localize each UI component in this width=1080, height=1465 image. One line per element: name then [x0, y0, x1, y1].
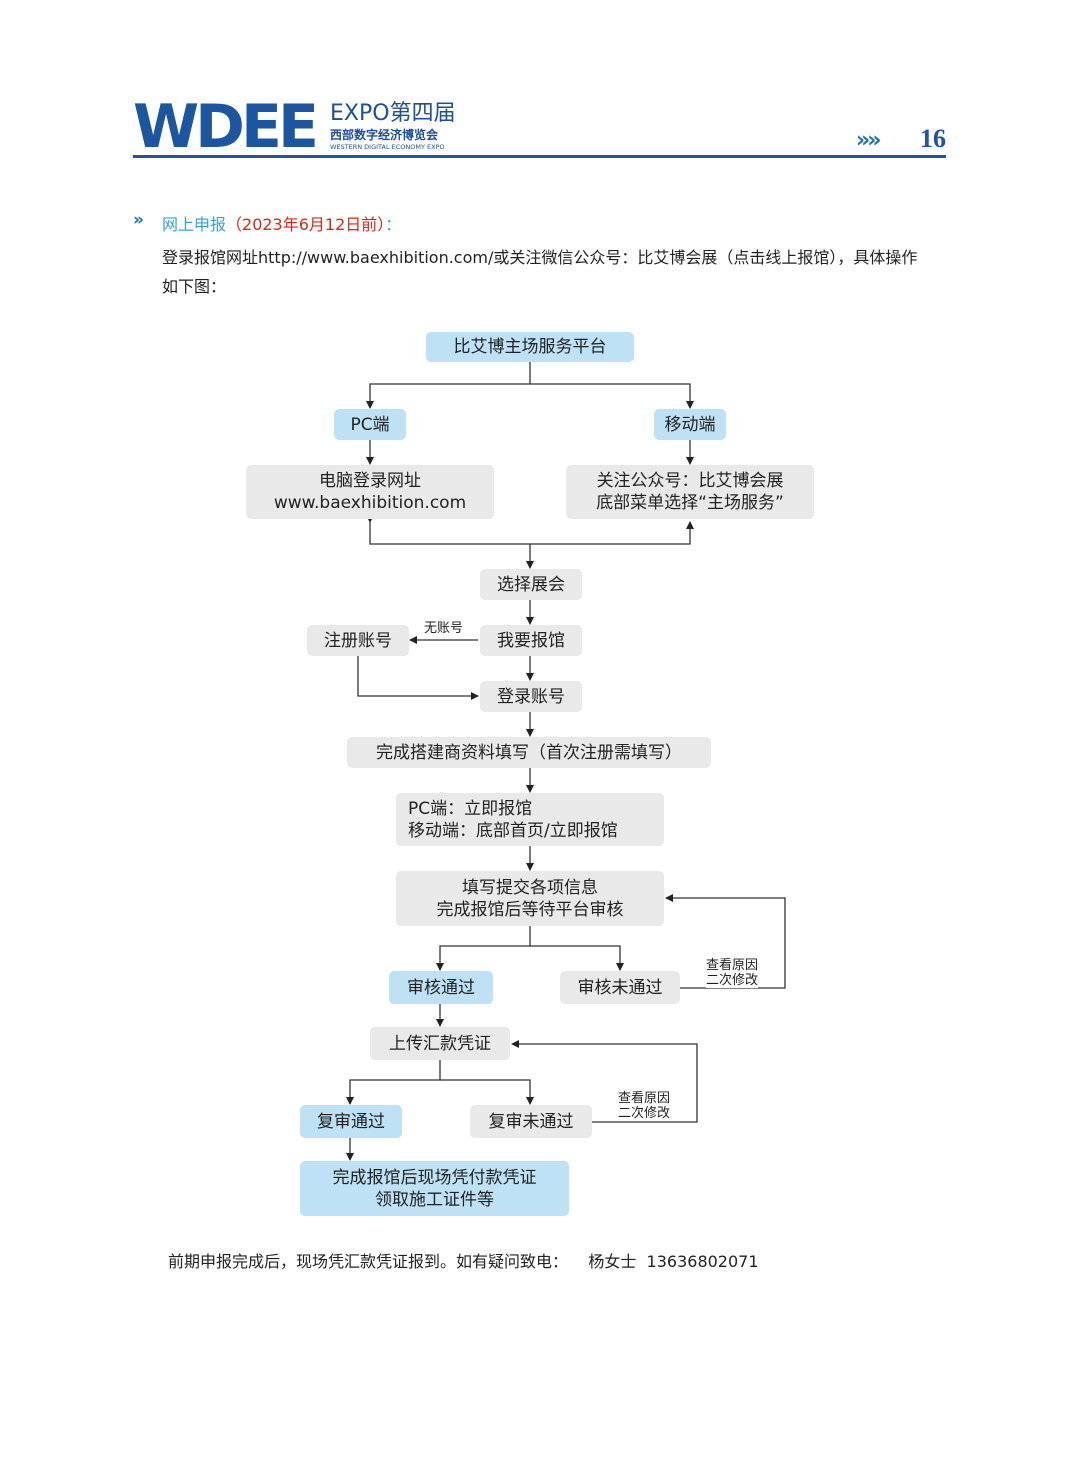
section-title: 网上申报（2023年6月12日前）：: [162, 211, 401, 235]
entry-line1: PC端：立即报馆: [408, 798, 533, 819]
connector: [346, 1060, 441, 1105]
connector: [357, 656, 479, 700]
review-pass-box: 复审通过: [300, 1105, 402, 1138]
connector: [530, 383, 694, 409]
connector: [436, 926, 531, 971]
submit-line1: 填写提交各项信息: [462, 877, 598, 898]
logo-expo-text: EXPO: [330, 101, 390, 126]
contact-phone: 13636802071: [646, 1252, 759, 1271]
footer-note: 前期申报完成后，现场凭汇款凭证报到。如有疑问致电： 杨女士 1363680207…: [168, 1248, 759, 1272]
intro-paragraph: 登录报馆网址http://www.baexhibition.com/或关注微信公…: [162, 248, 918, 296]
pc-detail-line1: 电脑登录网址: [319, 471, 421, 491]
logo-edition: 第四届: [389, 101, 456, 126]
section-date: （2023年6月12日前）: [226, 215, 386, 234]
contact-name: 杨女士: [588, 1252, 637, 1271]
review-fail-reason: 查看原因 二次修改: [618, 1091, 671, 1121]
final-line2: 领取施工证件等: [375, 1189, 494, 1210]
no-account-label: 无账号: [424, 621, 464, 636]
pc-detail-box: 电脑登录网址 www.baexhibition.com: [246, 465, 494, 519]
review-fail-box: 复审未通过: [470, 1105, 592, 1138]
review-fail-reason-line1: 查看原因: [618, 1091, 671, 1106]
mobile-detail-line2: 底部菜单选择“主场服务”: [596, 493, 784, 513]
section-colon: ：: [385, 215, 402, 234]
logo-expo: EXPO第四届: [330, 102, 456, 126]
audit-fail-reason-line2: 二次修改: [706, 973, 759, 988]
apply-booth-label: 我要报馆: [497, 630, 565, 651]
connector: [366, 515, 694, 545]
footer-note-text: 前期申报完成后，现场凭汇款凭证报到。如有疑问致电：: [168, 1252, 569, 1271]
submit-box: 填写提交各项信息 完成报馆后等待平台审核: [396, 871, 664, 926]
audit-fail-box: 审核未通过: [560, 971, 680, 1004]
double-chevron-icon: »»: [856, 128, 881, 153]
register-account-box: 注册账号: [307, 625, 409, 656]
connector: [665, 894, 786, 989]
apply-booth-box: 我要报馆: [480, 625, 582, 656]
upload-box: 上传汇款凭证: [370, 1027, 510, 1060]
login-account-box: 登录账号: [480, 681, 582, 712]
fill-info-label: 完成搭建商资料填写（首次注册需填写）: [376, 742, 682, 763]
logo-en-name: WESTERN DIGITAL ECONOMY EXPO: [330, 143, 445, 151]
mobile-box: 移动端: [654, 409, 726, 440]
header-divider: [133, 155, 946, 158]
submit-line2: 完成报馆后等待平台审核: [436, 899, 624, 920]
register-account-label: 注册账号: [324, 630, 392, 651]
audit-fail-reason: 查看原因 二次修改: [706, 958, 759, 988]
connector: [530, 945, 624, 971]
login-account-label: 登录账号: [497, 686, 565, 707]
select-expo-label: 选择展会: [497, 574, 565, 595]
fill-info-box: 完成搭建商资料填写（首次注册需填写）: [347, 737, 711, 768]
review-fail-reason-line2: 二次修改: [618, 1106, 671, 1121]
review-fail-label: 复审未通过: [488, 1111, 574, 1132]
connector: [511, 1040, 698, 1123]
final-line1: 完成报馆后现场凭付款凭证: [332, 1167, 537, 1188]
upload-label: 上传汇款凭证: [389, 1033, 491, 1054]
logo-mark: WDEE: [133, 92, 319, 162]
section-title-text: 网上申报: [162, 215, 227, 234]
section-chevron-icon: »: [133, 210, 144, 230]
mobile-label: 移动端: [664, 414, 716, 435]
entry-line2: 移动端：底部首页/立即报馆: [408, 820, 618, 841]
pc-label: PC端: [350, 414, 390, 435]
platform-box: 比艾博主场服务平台: [426, 332, 634, 362]
pc-detail-line2: www.baexhibition.com: [273, 493, 467, 513]
audit-pass-label: 审核通过: [407, 977, 475, 998]
connector: [440, 1079, 534, 1105]
audit-fail-label: 审核未通过: [577, 977, 663, 998]
connector: [366, 362, 531, 409]
audit-fail-reason-line1: 查看原因: [706, 958, 759, 973]
select-expo-box: 选择展会: [480, 569, 582, 600]
platform-label: 比艾博主场服务平台: [453, 337, 607, 357]
page-number: 16: [920, 124, 946, 153]
mobile-detail-box: 关注公众号：比艾博会展 底部菜单选择“主场服务”: [566, 465, 814, 519]
entry-box: PC端：立即报馆 移动端：底部首页/立即报馆: [396, 793, 664, 846]
mobile-detail-line1: 关注公众号：比艾博会展: [596, 471, 784, 491]
review-pass-label: 复审通过: [317, 1111, 385, 1132]
final-box: 完成报馆后现场凭付款凭证 领取施工证件等: [300, 1161, 569, 1216]
pc-box: PC端: [334, 409, 406, 440]
logo-cn-name: 西部数字经济博览会: [330, 128, 439, 142]
audit-pass-box: 审核通过: [389, 971, 493, 1004]
